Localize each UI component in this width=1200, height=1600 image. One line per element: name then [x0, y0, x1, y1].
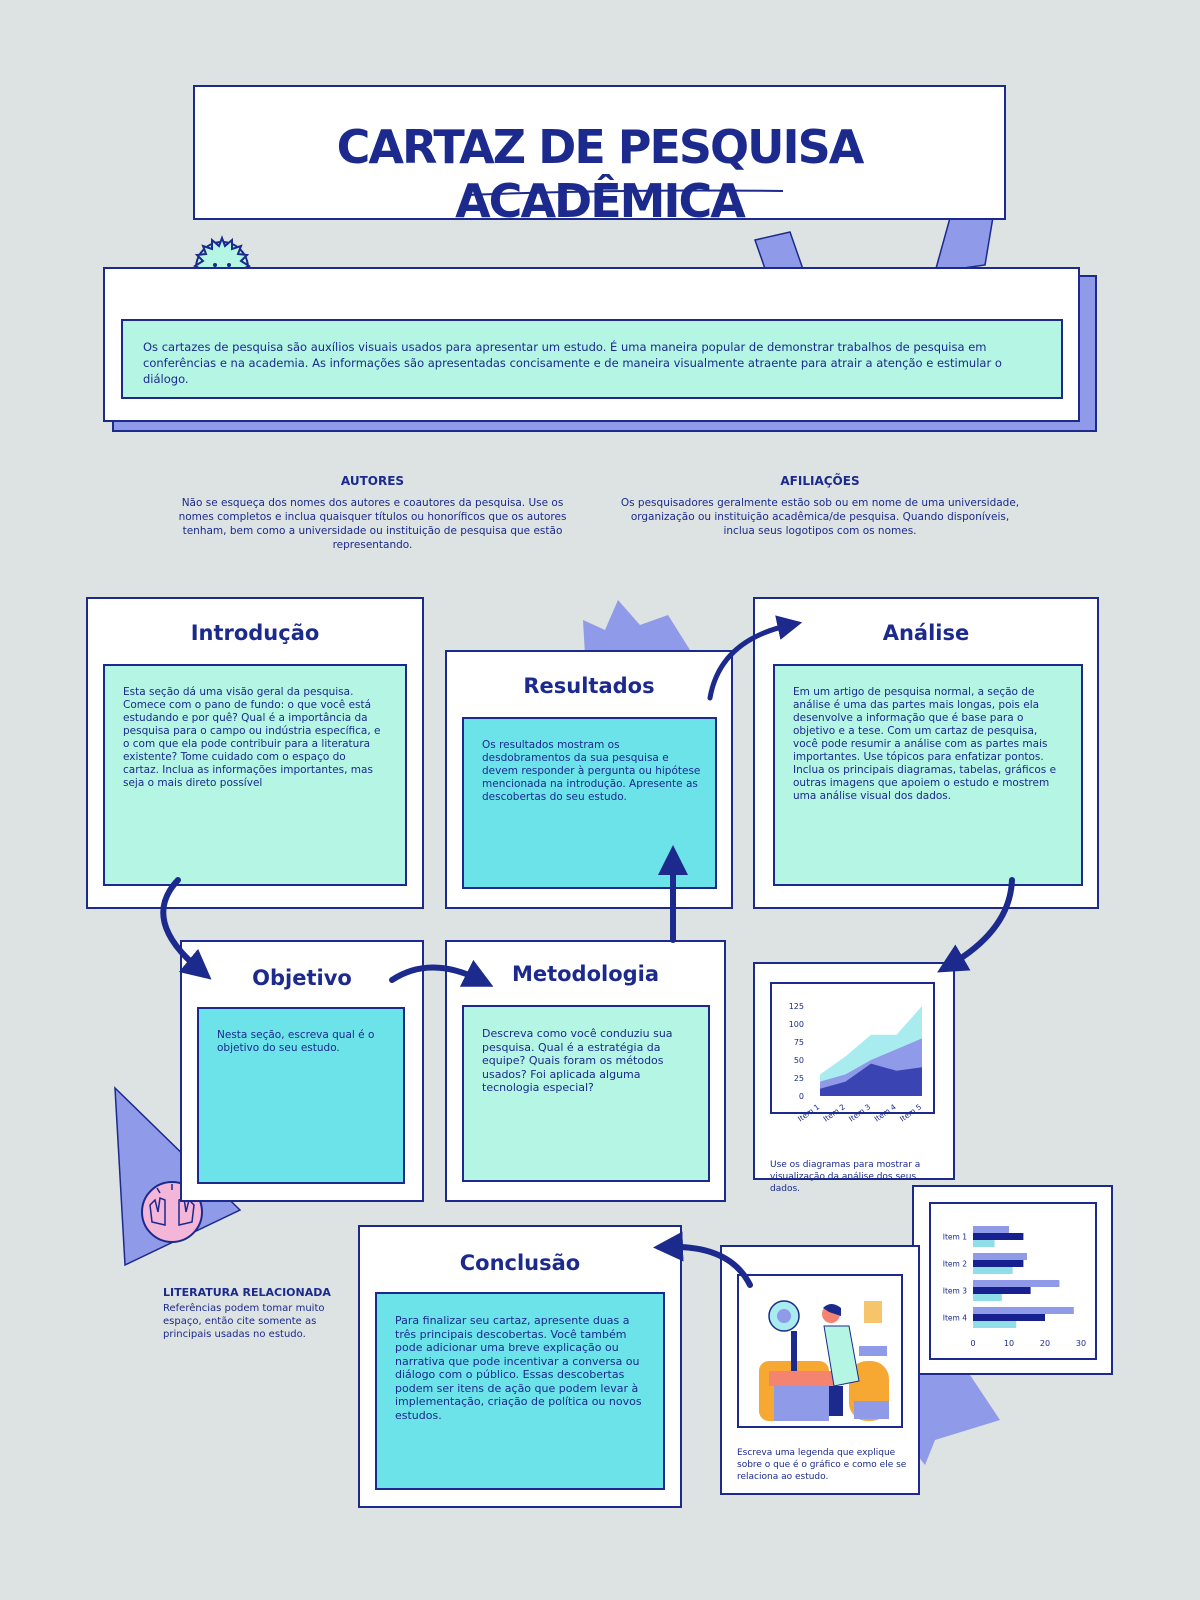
area-y-tick-label: 75: [794, 1038, 804, 1047]
objetivo-inner: Nesta seção, escreva qual é o objetivo d…: [197, 1007, 405, 1184]
arrow-objetivo-to-metodologia: [389, 959, 494, 987]
bar-mark: [973, 1253, 1027, 1260]
bar-category-label: Item 2: [943, 1260, 967, 1269]
bar-mark: [973, 1314, 1045, 1321]
resultados-text: Os resultados mostram os desdobramentos …: [482, 739, 701, 803]
literature-heading: LITERATURA RELACIONADA: [163, 1286, 331, 1299]
scientist-microscope-illustration: [739, 1276, 901, 1426]
conclusao-inner: Para finalizar seu cartaz, apresente dua…: [375, 1292, 665, 1490]
authors-text: Não se esqueça dos nomes dos autores e c…: [178, 497, 567, 551]
arrow-image-to-conclusao: [653, 1231, 753, 1288]
introducao-inner: Esta seção dá uma visão geral da pesquis…: [103, 664, 407, 886]
bar-chart: Item 1 Item 2 Item 3 Item 4 0 10 20 30: [943, 1226, 1086, 1348]
title-box: CARTAZ DE PESQUISA ACADÊMICA: [193, 85, 1006, 228]
bar-chart-card: Item 1 Item 2 Item 3 Item 4 0 10 20 30: [912, 1185, 1113, 1375]
literature-text: Referências podem tomar muito espaço, en…: [163, 1303, 325, 1340]
bar-mark: [973, 1267, 1013, 1274]
bar-category-label: Item 4: [943, 1314, 967, 1323]
bar-mark: [973, 1321, 1017, 1328]
area-series-3: [820, 1063, 922, 1096]
authors-heading: AUTORES: [340, 474, 405, 488]
page-title: CARTAZ DE PESQUISA ACADÊMICA: [336, 120, 865, 228]
crown-decoration: [583, 600, 690, 655]
area-y-tick-label: 25: [794, 1074, 804, 1083]
intro-card: Os cartazes de pesquisa são auxílios vis…: [103, 267, 1080, 422]
bar-mark: [973, 1226, 1009, 1233]
area-y-tick-label: 50: [794, 1056, 804, 1065]
intro-inner: Os cartazes de pesquisa são auxílios vis…: [121, 319, 1063, 399]
arrow-resultados-to-analise: [707, 615, 803, 701]
analise-heading: Análise: [882, 621, 970, 645]
image-caption: Escreva uma legenda que explique sobre o…: [737, 1448, 907, 1482]
area-y-tick-label: 125: [789, 1002, 804, 1011]
objetivo-text: Nesta seção, escreva qual é o objetivo d…: [217, 1029, 375, 1054]
bar-chart-frame: Item 1 Item 2 Item 3 Item 4 0 10 20 30: [929, 1202, 1097, 1360]
area-chart-caption: Use os diagramas para mostrar a visualiz…: [770, 1160, 921, 1194]
bar-mark: [973, 1307, 1074, 1314]
analise-inner: Em um artigo de pesquisa normal, a seção…: [773, 664, 1083, 886]
conclusao-text: Para finalizar seu cartaz, apresente dua…: [395, 1314, 642, 1422]
bar-category-label: Item 1: [943, 1233, 967, 1242]
arrow-introducao-to-objetivo: [160, 877, 212, 980]
bar-mark: [973, 1233, 1024, 1240]
metodologia-inner: Descreva como você conduziu sua pesquisa…: [462, 1005, 710, 1182]
introducao-card: Introdução Esta seção dá uma visão geral…: [86, 597, 424, 909]
analise-card: Análise Em um artigo de pesquisa normal,…: [753, 597, 1099, 909]
bar-mark: [973, 1260, 1024, 1267]
arrow-analise-to-chart: [937, 877, 1015, 973]
metodologia-heading: Metodologia: [511, 962, 660, 986]
area-y-tick-label: 0: [799, 1092, 804, 1101]
intro-text: Os cartazes de pesquisa são auxílios vis…: [143, 340, 1002, 386]
analise-text: Em um artigo de pesquisa normal, a seção…: [793, 686, 1057, 802]
title-underline: [466, 189, 784, 196]
bar-mark: [973, 1294, 1002, 1301]
bar-mark: [973, 1287, 1031, 1294]
introducao-text: Esta seção dá uma visão geral da pesquis…: [123, 686, 381, 789]
metodologia-card: Metodologia Descreva como você conduziu …: [445, 940, 726, 1202]
area-y-tick-label: 100: [789, 1020, 804, 1029]
affiliations-text: Os pesquisadores geralmente estão sob ou…: [620, 497, 1020, 537]
resultados-heading: Resultados: [523, 674, 655, 698]
bar-mark: [973, 1240, 995, 1247]
bar-x-tick-label: 10: [1004, 1339, 1014, 1348]
conclusao-heading: Conclusão: [459, 1251, 581, 1275]
image-card: Escreva uma legenda que explique sobre o…: [720, 1245, 920, 1495]
image-frame: [737, 1274, 903, 1428]
bar-mark: [973, 1280, 1060, 1287]
bar-x-tick-label: 0: [970, 1339, 975, 1348]
affiliations-heading: AFILIAÇÕES: [780, 474, 860, 488]
objetivo-heading: Objetivo: [252, 966, 352, 990]
bar-x-tick-label: 30: [1076, 1339, 1086, 1348]
metodologia-text: Descreva como você conduziu sua pesquisa…: [482, 1027, 673, 1094]
bar-x-tick-label: 20: [1040, 1339, 1050, 1348]
objetivo-card: Objetivo Nesta seção, escreva qual é o o…: [180, 940, 424, 1202]
bar-category-label: Item 3: [943, 1287, 967, 1296]
introducao-heading: Introdução: [190, 621, 320, 645]
conclusao-card: Conclusão Para finalizar seu cartaz, apr…: [358, 1225, 682, 1508]
